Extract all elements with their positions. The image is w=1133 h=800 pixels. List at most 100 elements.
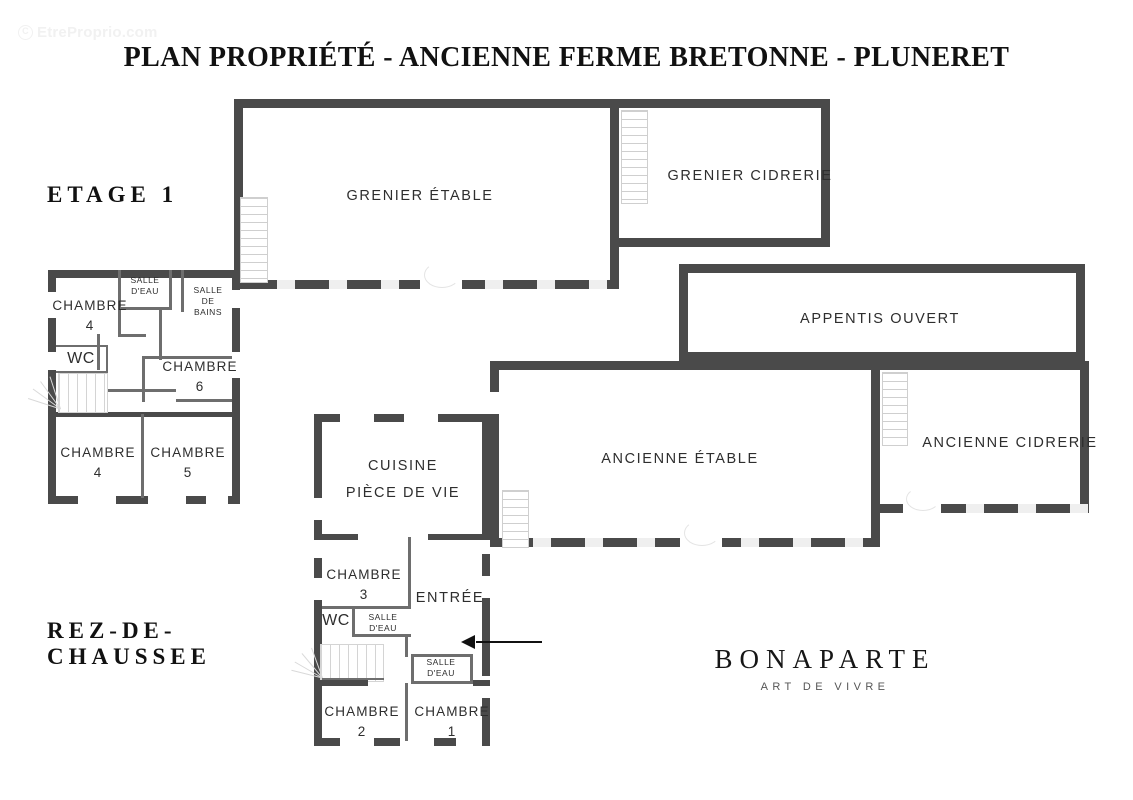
wall-chambre1-2-divider: [405, 683, 408, 741]
stairs-grenier-cidrerie: [621, 110, 648, 204]
wall-etage-mid-horizontal: [56, 412, 232, 417]
room-label-wc-rdc: WC: [322, 612, 350, 629]
room-label-grenier-cidrerie: GRENIER CIDRERIE: [667, 168, 833, 184]
wall-chambre6-top: [142, 356, 232, 359]
entrance-arrow-head: [461, 635, 475, 649]
door-arc-grenier-etable: [424, 262, 460, 288]
room-label-chambre-4-bas: CHAMBRE 4: [60, 445, 136, 480]
wall-cuisine-bottom: [314, 534, 358, 540]
wall-etage-left-top: [48, 270, 240, 278]
wall-grenier-cidrerie-right: [821, 99, 830, 247]
door-arc-ancienne-cidrerie: [906, 487, 940, 511]
wall-appentis-bottom: [679, 352, 1085, 361]
window-etage-left-2: [48, 352, 56, 370]
wall-cuisine-top: [314, 414, 490, 422]
entrance-arrow-line: [476, 641, 542, 643]
room-label-chambre-4-haut: CHAMBRE 4: [52, 298, 128, 333]
watermark: C EtreProprio.com: [18, 24, 158, 41]
wall-chambre3-bottom: [322, 606, 411, 609]
window-etage-left-1: [48, 292, 56, 318]
window-entree-right-1: [482, 534, 490, 554]
room-label-entree: ENTRÉE: [415, 590, 485, 606]
wall-etage-left-right: [232, 270, 240, 504]
room-label-chambre-1: CHAMBRE 1: [414, 704, 490, 739]
wall-salle-deau-ch1-top: [411, 654, 473, 657]
floor-caption-etage-1: ETAGE 1: [47, 182, 179, 207]
wall-ancienne-etable-right: [871, 361, 880, 547]
wall-hall-landing: [100, 389, 176, 392]
wall-salle-bains-left: [181, 270, 184, 312]
wall-chambre4-haut-right: [118, 307, 121, 337]
wall-chambre6-left: [142, 356, 145, 402]
window-cuisine-top-2: [404, 414, 438, 422]
window-etage-bottom-2: [148, 496, 186, 504]
stairs-ancienne-etable: [502, 490, 529, 548]
window-cuisine-left: [314, 498, 322, 520]
wall-ancienne-etable-left: [490, 361, 499, 547]
room-label-chambre-6: CHAMBRE 6: [162, 359, 238, 394]
wall-ancienne-etable-top: [490, 361, 880, 370]
door-arc-ancienne-etable: [684, 520, 720, 546]
wall-appentis-top: [679, 264, 1085, 273]
room-label-salle-de-bains: SALLE DE BAINS: [193, 285, 223, 317]
wall-grenier-etable-left: [234, 99, 243, 289]
brand-tagline: ART DE VIVRE: [760, 681, 890, 693]
wall-wc-etage-right: [106, 345, 108, 373]
wall-salle-deau-ch1-left: [411, 654, 414, 684]
wall-grenier-cidrerie-top: [610, 99, 830, 108]
wall-grenier-cidrerie-bottom: [610, 238, 830, 247]
wall-grenier-etable-top: [234, 99, 619, 108]
wall-salle-deau-ch1-right: [470, 654, 473, 684]
window-etage-right-2: [232, 352, 240, 378]
wall-salle-deau-wc-bottom: [352, 634, 411, 637]
window-chambre1-right: [482, 676, 490, 698]
wall-appentis-right: [1076, 264, 1085, 360]
window-chambre3-left-2: [314, 578, 322, 600]
wall-chambres-rdc-top-left: [314, 680, 368, 686]
wall-cuisine-bottom-right: [428, 534, 490, 540]
wall-ancienne-cidrerie-bottom-openings: [880, 504, 1089, 513]
room-label-ancienne-cidrerie: ANCIENNE CIDRERIE: [922, 435, 1098, 451]
wall-ancienne-cidrerie-top: [871, 361, 1089, 370]
wall-entree-chambre-divider: [405, 637, 408, 657]
stairs-fan-rdc: [291, 646, 378, 679]
wall-salle-deau-etage-bottom: [118, 307, 172, 310]
wall-chambres-rdc-top-right: [473, 680, 490, 686]
window-ancienne-etable-left: [490, 392, 499, 414]
wall-closet-left: [97, 334, 100, 370]
room-label-grenier-etable: GRENIER ÉTABLE: [346, 188, 494, 204]
page-title: PLAN PROPRIÉTÉ - ANCIENNE FERME BRETONNE…: [123, 42, 1010, 73]
wall-chambre4-haut-bottom: [118, 334, 146, 337]
wall-wc-etage-top: [56, 345, 108, 347]
room-label-salle-deau-etage: SALLE D'EAU: [130, 275, 160, 296]
window-rdc-bottom-2: [400, 738, 434, 746]
wall-ancienne-cidrerie-right: [1080, 361, 1089, 513]
window-rdc-bottom-3: [456, 738, 482, 746]
window-entree-right-2: [482, 576, 490, 598]
wall-grenier-etable-right: [610, 99, 619, 289]
brand-name: BONAPARTE: [714, 644, 936, 674]
stairs-fan-etage: [28, 375, 102, 410]
stairs-etage-left: [58, 373, 108, 413]
wall-etage-left-bottom: [48, 496, 240, 504]
room-label-appentis-ouvert: APPENTIS OUVERT: [800, 311, 960, 327]
window-etage-right-1: [232, 290, 240, 308]
window-rdc-bottom-1: [340, 738, 374, 746]
window-etage-bottom-3: [206, 496, 228, 504]
wall-chambre6-bottom: [176, 399, 232, 402]
floor-caption-rez-de-chaussee: REZ-DE- CHAUSSEE: [47, 618, 211, 669]
wall-stairs-rdc-bottom: [322, 678, 384, 680]
room-label-chambre-2: CHAMBRE 2: [324, 704, 400, 739]
room-label-salle-deau-wc: SALLE D'EAU: [368, 612, 398, 633]
window-etage-bottom-1: [78, 496, 116, 504]
brand-logo: BONAPARTE ART DE VIVRE: [690, 644, 960, 693]
window-chambre3-left: [314, 540, 322, 558]
room-label-piece-de-vie: PIÈCE DE VIE: [345, 485, 461, 501]
wall-chambre4-5-divider: [141, 414, 144, 498]
room-label-salle-deau-chambre-1: SALLE D'EAU: [426, 657, 456, 678]
stairs-grenier-etable: [240, 197, 268, 283]
room-label-wc-etage: WC: [67, 350, 95, 367]
wall-hall-right: [159, 310, 162, 360]
room-label-chambre-3: CHAMBRE 3: [326, 567, 402, 602]
